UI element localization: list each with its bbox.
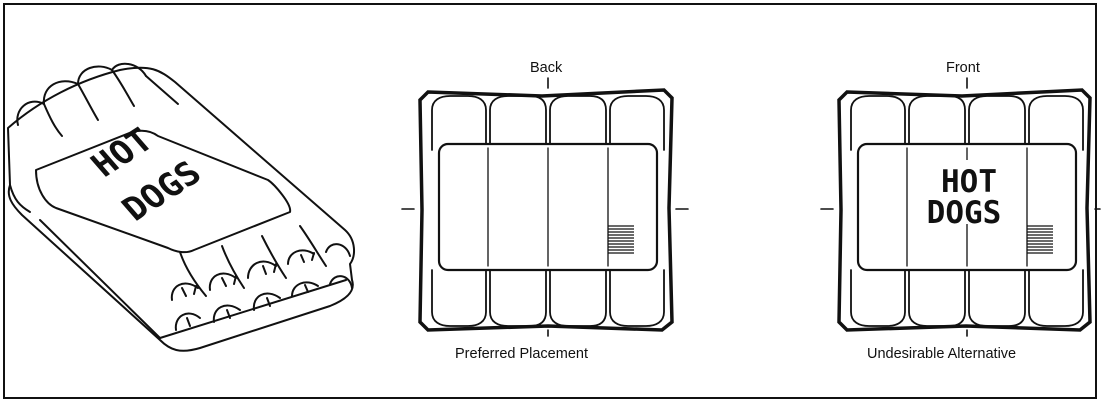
back-sausage-3 bbox=[549, 95, 607, 327]
back-package bbox=[401, 77, 689, 337]
front-hot-text: HOT bbox=[941, 164, 997, 200]
back-top-label: Back bbox=[530, 60, 563, 76]
front-top-label: Front bbox=[946, 60, 980, 76]
front-label-text: HOT DOGS bbox=[925, 160, 1009, 231]
back-sausage-2 bbox=[489, 95, 547, 327]
front-barcode bbox=[1027, 225, 1053, 254]
back-sausage-1 bbox=[431, 95, 487, 327]
package-perspective-illustration bbox=[7, 62, 355, 352]
front-caption: Undesirable Alternative bbox=[867, 346, 1017, 362]
back-barcode bbox=[608, 225, 634, 254]
back-caption: Preferred Placement bbox=[455, 346, 588, 362]
front-sausage-4 bbox=[1028, 95, 1084, 327]
back-sausage-4 bbox=[609, 95, 665, 327]
front-sausage-2 bbox=[908, 95, 966, 327]
front-sausage-1 bbox=[850, 95, 906, 327]
front-dogs-text: DOGS bbox=[927, 195, 1002, 231]
front-sausage-3 bbox=[968, 95, 1026, 327]
